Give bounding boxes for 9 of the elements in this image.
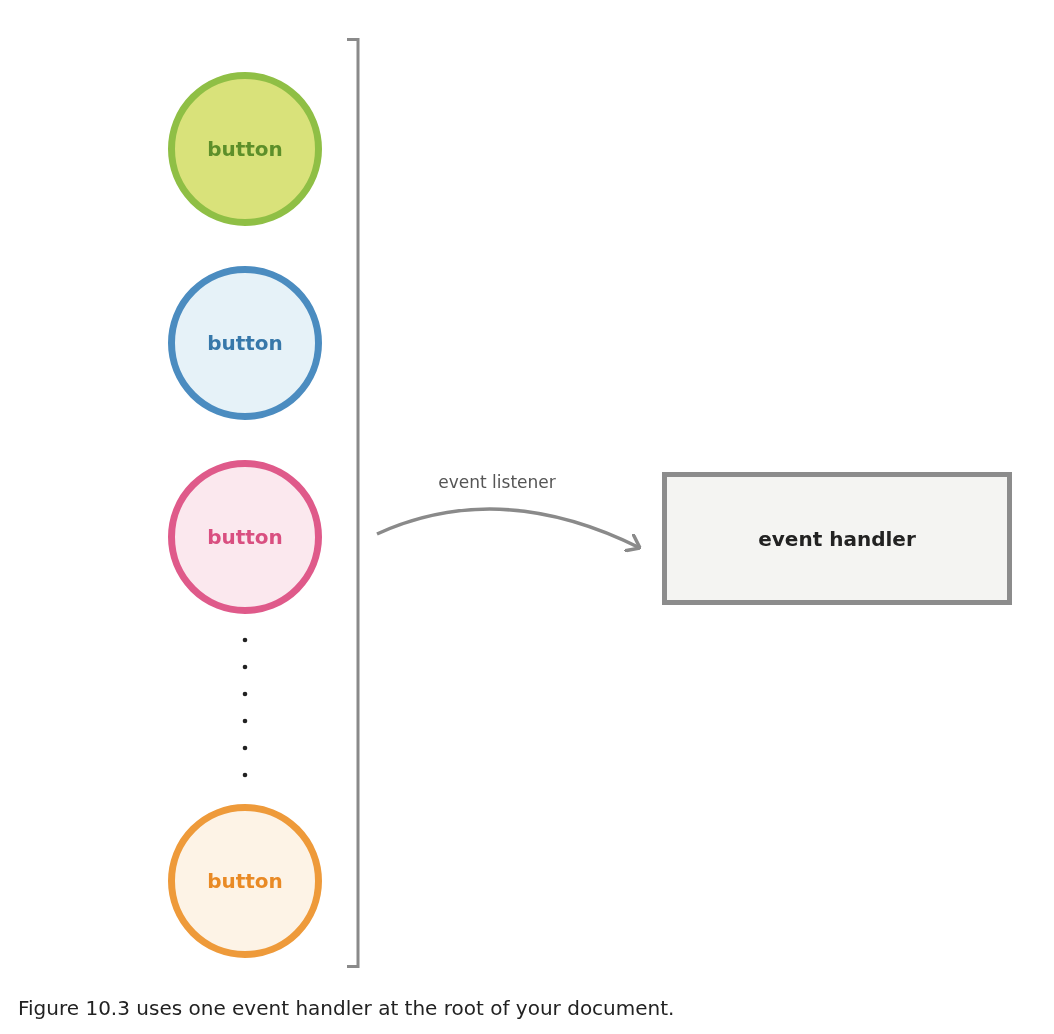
node-label: button bbox=[207, 137, 283, 161]
figure-caption: Figure 10.3 uses one event handler at the root of your document. bbox=[18, 996, 675, 1020]
bracket bbox=[345, 38, 361, 968]
process-box bbox=[662, 472, 1012, 605]
arrow bbox=[376, 507, 642, 553]
node-label: button bbox=[207, 869, 283, 893]
node-label: button bbox=[207, 525, 283, 549]
node-label: event handler bbox=[758, 526, 916, 551]
node-label: button bbox=[207, 331, 283, 355]
